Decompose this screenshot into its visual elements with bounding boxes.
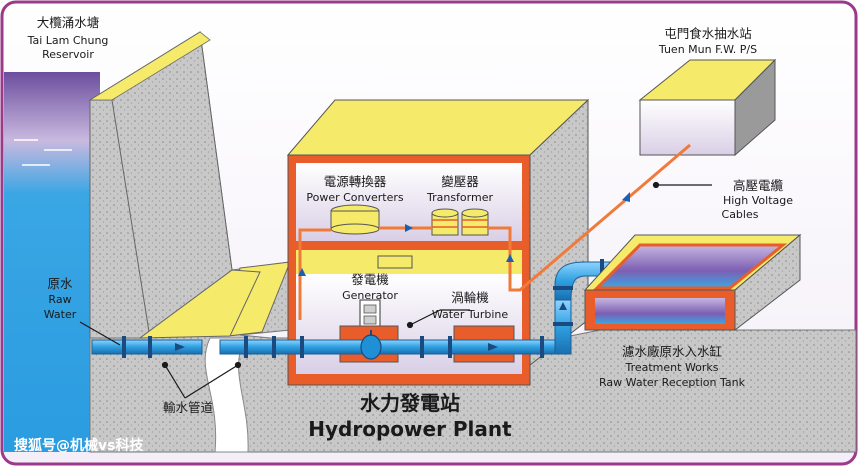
tank-water [593,243,788,290]
pumping-station-side [734,58,776,157]
water-ripples [14,139,72,166]
generator-label-en: Generator [342,289,398,302]
reservoir-label-en2: Reservoir [42,48,94,61]
transformer-label-en: Transformer [426,191,493,204]
tank-label-en2: Raw Water Reception Tank [599,376,746,389]
leader-lines [79,181,712,399]
transformer-label-zh: 變壓器 [441,174,479,189]
tank-label-en1: Treatment Works [624,361,718,374]
dam-crest [88,31,211,101]
reservoir-label-zh: 大欖涌水塘 [37,15,100,30]
raw-water-label-en2: Water [44,308,77,321]
converters-label-zh: 電源轉換器 [324,174,387,189]
pumping-label-en: Tuen Mun F.W. P/S [658,43,757,56]
cables-label-zh: 高壓電纜 [733,178,784,193]
transformer-units [431,208,489,236]
tank-side [734,233,801,332]
cables-label-en1: High Voltage [723,194,793,207]
ground-slab-yellow-2 [138,269,261,339]
generator-label-zh: 發電機 [351,272,389,287]
turbine-label-en: Water Turbine [432,308,509,321]
watermark-text: 搜狐号@机械vs科技 [14,437,144,454]
cables-label-en2: Cables [722,208,759,221]
plant-title-zh: 水力發電站 [360,391,460,415]
pumping-label-zh: 屯門食水抽水站 [664,26,752,41]
raw-water-label-en1: Raw [48,293,71,306]
turbine-label-zh: 渦輪機 [451,290,489,305]
reservoir-water [4,72,100,452]
pipe-label-zh: 輸水管道 [163,400,214,415]
tank-label-zh: 濾水廠原水入水缸 [622,344,722,359]
reservoir-label-en1: Tai Lam Chung [27,34,109,47]
plant-title-en: Hydropower Plant [308,417,512,441]
converters-label-en: Power Converters [306,191,404,204]
raw-water-label-zh: 原水 [47,276,73,291]
turbine-icon [360,330,382,360]
